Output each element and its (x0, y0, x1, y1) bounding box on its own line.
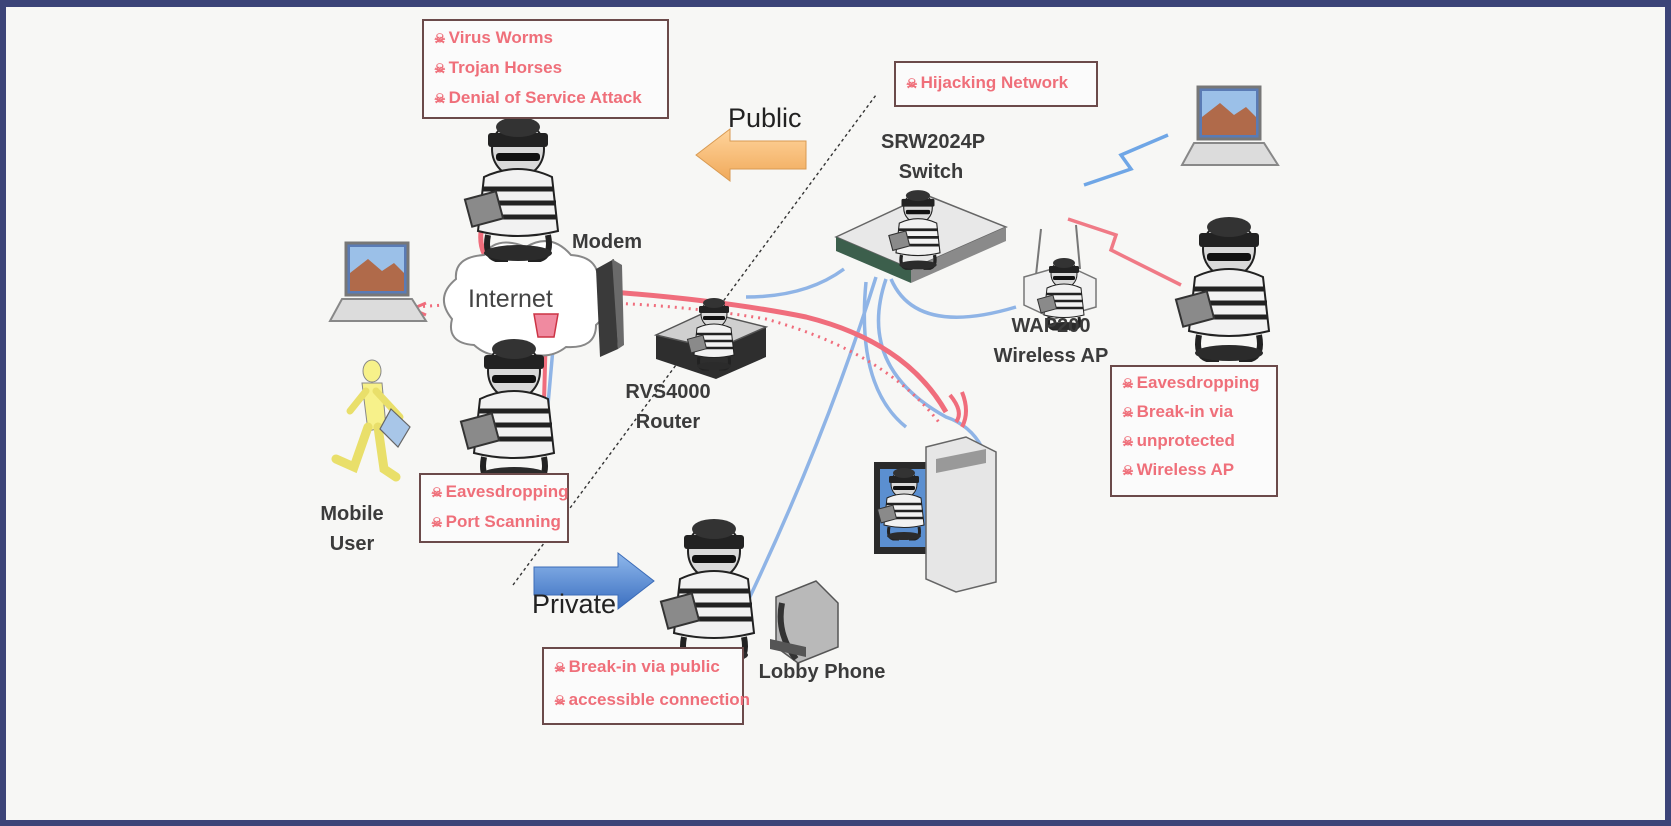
public-label: Public (728, 103, 802, 133)
desktop-pc-icon (874, 391, 997, 593)
hacker-icon (1176, 217, 1269, 361)
diagram-canvas: Virus Worms Trojan Horses Denial of Serv… (6, 7, 1665, 820)
remote-laptop-icon (1180, 85, 1280, 167)
private-label: Private (532, 589, 617, 619)
public-arrow (695, 127, 807, 183)
threat-item-continued: accessible connection (554, 684, 750, 717)
internet-cloud (443, 240, 609, 357)
mobile-laptop-icon (328, 241, 428, 323)
wireless-signal (1083, 133, 1169, 187)
threat-item: Break-in via (1122, 398, 1266, 427)
mobile-user-icon (331, 359, 411, 482)
lobby-threats-box: Break-in via public accessible connectio… (542, 647, 750, 725)
port-threats-box: Eavesdropping Port Scanning (419, 473, 569, 543)
modem-icon (596, 259, 624, 357)
wireless-threats-box: Eavesdropping Break-in via unprotected W… (1110, 365, 1278, 497)
threat-item: Port Scanning (431, 507, 561, 537)
threat-item: Hijacking Network (906, 65, 1086, 102)
internet-threats-box: Virus Worms Trojan Horses Denial of Serv… (422, 19, 669, 119)
threat-item: Virus Worms (434, 23, 657, 53)
network-drawing (328, 85, 1280, 820)
lobby-phone-icon (770, 580, 839, 664)
threat-item: Eavesdropping (431, 477, 569, 507)
rogue-signal (1067, 217, 1182, 287)
threat-item: Denial of Service Attack (434, 83, 657, 113)
threat-item-continued: unprotected (1122, 427, 1266, 456)
threat-item: Trojan Horses (434, 53, 657, 83)
threat-item-continued: Wireless AP (1122, 456, 1266, 485)
threat-item: Eavesdropping (1122, 369, 1266, 398)
private-arrow (533, 551, 655, 611)
threat-item: Break-in via public (554, 651, 732, 684)
breach-bucket-icon (533, 313, 559, 338)
hacker-icon (661, 519, 754, 663)
hijacking-threat-box: Hijacking Network (894, 61, 1098, 107)
hacker-icon (461, 339, 554, 483)
modem-label: Modem (572, 231, 642, 253)
internet-label: Internet (468, 285, 553, 313)
lobby-phone-label: Lobby Phone (758, 661, 886, 683)
